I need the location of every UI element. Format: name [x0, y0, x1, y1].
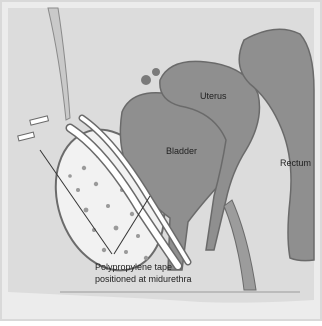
tape-label-line2: positioned at midurethra: [95, 274, 192, 284]
rectum-label: Rectum: [280, 158, 311, 168]
uterus-label: Uterus: [200, 91, 227, 101]
tape-label-line1: Polypropylene tape: [95, 262, 172, 272]
bladder-label: Bladder: [166, 146, 197, 156]
